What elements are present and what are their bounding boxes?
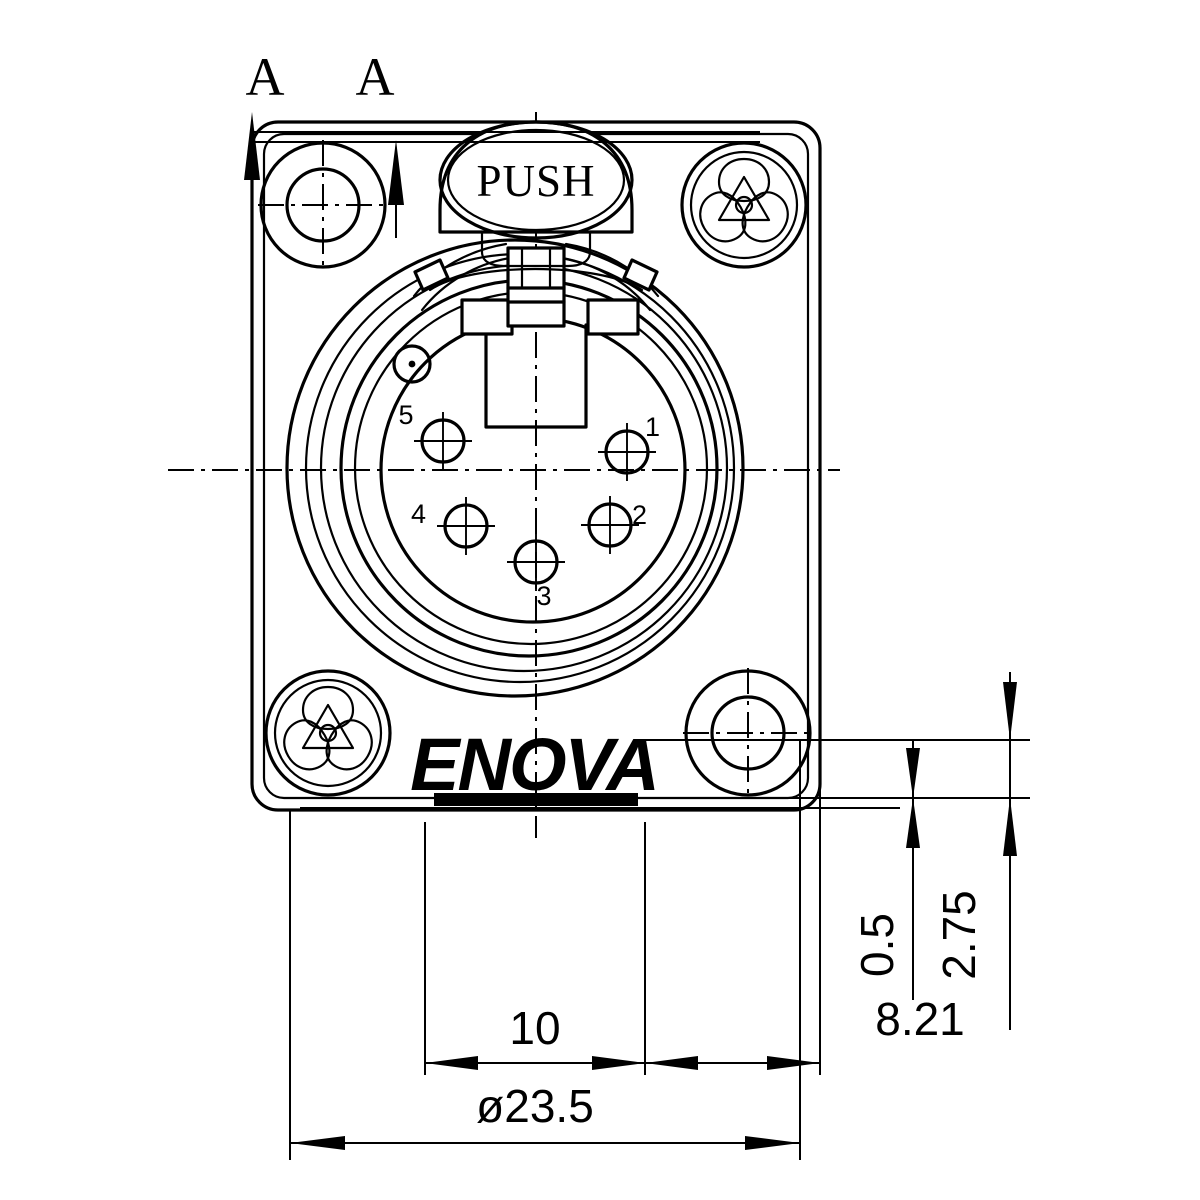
alignment-pin-circle <box>392 344 432 384</box>
latch-mechanism <box>412 242 660 336</box>
rosette-tr-trefoil <box>699 157 789 243</box>
rosette-bl-petal-right <box>325 719 373 771</box>
dimension-extension-lines <box>289 739 1030 1160</box>
push-button-outer-ellipse[interactable] <box>438 120 634 240</box>
rosette-bl-ring-outer <box>264 669 392 797</box>
contact-pins <box>414 412 656 591</box>
dimension-flange-step: 8.21 <box>875 993 965 1045</box>
keyway-notch-outline <box>484 323 588 429</box>
rosette-tr-triangle <box>717 175 771 222</box>
dim-0p5-arrow-up <box>906 798 920 848</box>
rosette-bl-triangle <box>301 703 355 750</box>
rosette-bl-petal-top <box>301 685 355 731</box>
rosette-tr-petal-right <box>741 191 789 243</box>
push-button[interactable]: PUSH <box>438 120 634 268</box>
rosette-bl-ring-inner <box>273 678 383 788</box>
dimension-panel-thickness: 0.5 <box>851 740 920 1000</box>
rosette-ornaments <box>264 141 808 797</box>
latch-arm-right-inner <box>560 256 652 312</box>
contact-pin-3 <box>507 533 565 591</box>
rosette-tr-petal-left <box>699 191 747 243</box>
rosette-bl-petals <box>283 685 373 771</box>
dim-2p75-label: 2.75 <box>933 890 985 980</box>
dim-d235-label: ø23.5 <box>476 1080 594 1132</box>
mounting-hole-br-outer <box>684 669 812 797</box>
mounting-hole-tl-inner <box>285 167 361 243</box>
pin-label-4: 4 <box>411 499 426 529</box>
section-marker-label-left: A <box>246 47 285 107</box>
dim-10-label: 10 <box>509 1002 560 1054</box>
dim-d235-arrow-right <box>745 1136 800 1150</box>
pin-label-1: 1 <box>645 412 660 442</box>
rosette-bl-trefoil <box>283 685 373 771</box>
pin-label-5: 5 <box>398 400 413 430</box>
keyway-notch <box>484 323 588 429</box>
dimension-pin-circle-width: 10 <box>425 1002 820 1070</box>
latch-tab-left <box>460 298 514 336</box>
dimension-bore-diameter: ø23.5 <box>290 1080 800 1150</box>
dim-10-arrow-left <box>425 1056 478 1070</box>
mounting-hole-bottom-right <box>684 669 812 797</box>
barrel-ring-1 <box>285 238 745 698</box>
section-arrow-left-head <box>244 112 260 180</box>
alignment-pin <box>392 344 432 384</box>
pin-number-labels: 1 2 3 4 5 <box>398 400 660 611</box>
contact-pin-4 <box>437 497 495 555</box>
brand-logo: ENOVA <box>410 723 660 806</box>
brand-logo-underline <box>434 793 638 806</box>
rosette-bl-center-dot <box>318 723 338 743</box>
dim-2p75-arrow-up <box>1003 798 1017 856</box>
rosette-tr-center-dot <box>734 195 754 215</box>
push-button-inner-ellipse <box>446 128 626 232</box>
brand-logo-text: ENOVA <box>410 723 658 806</box>
dim-0p5-arrow-down <box>906 748 920 798</box>
dim-d235-arrow-left <box>290 1136 345 1150</box>
latch-arm-left-tip <box>413 258 450 292</box>
pin-label-3: 3 <box>536 581 551 611</box>
rosette-top-right <box>680 141 808 269</box>
mounting-hole-br-inner <box>710 695 786 771</box>
rosette-bl-petal-left <box>283 719 331 771</box>
latch-arm-left-inner <box>420 256 512 312</box>
section-arrow-right-head <box>388 140 404 205</box>
dim-10-ext-arrow-left <box>645 1056 698 1070</box>
alignment-pin-center-dot <box>408 360 416 368</box>
dim-10-ext-arrow-right <box>767 1056 820 1070</box>
latch-tab-right <box>586 298 640 336</box>
dim-2p75-arrow-down <box>1003 682 1017 740</box>
rosette-bottom-left <box>264 669 392 797</box>
contact-pin-1 <box>598 423 656 481</box>
dim-10-arrow-right <box>592 1056 645 1070</box>
pin-label-2: 2 <box>632 500 647 530</box>
rosette-tr-ring-inner <box>689 150 799 260</box>
contact-pin-5 <box>414 412 472 470</box>
contact-pin-2 <box>581 496 639 554</box>
dim-8p21-label: 8.21 <box>875 993 965 1045</box>
dimension-flange-depth: 2.75 <box>933 672 1017 1030</box>
push-button-stem <box>480 230 592 268</box>
rosette-tr-petals <box>699 157 789 243</box>
latch-arm-right-tip <box>622 258 659 292</box>
latch-shoulder-arc <box>428 267 644 292</box>
dim-0p5-label: 0.5 <box>851 913 903 977</box>
push-button-label: PUSH <box>476 156 595 206</box>
section-marker-label-right: A <box>356 47 395 107</box>
section-markers: A A <box>244 47 760 238</box>
rosette-tr-petal-top <box>717 157 771 203</box>
